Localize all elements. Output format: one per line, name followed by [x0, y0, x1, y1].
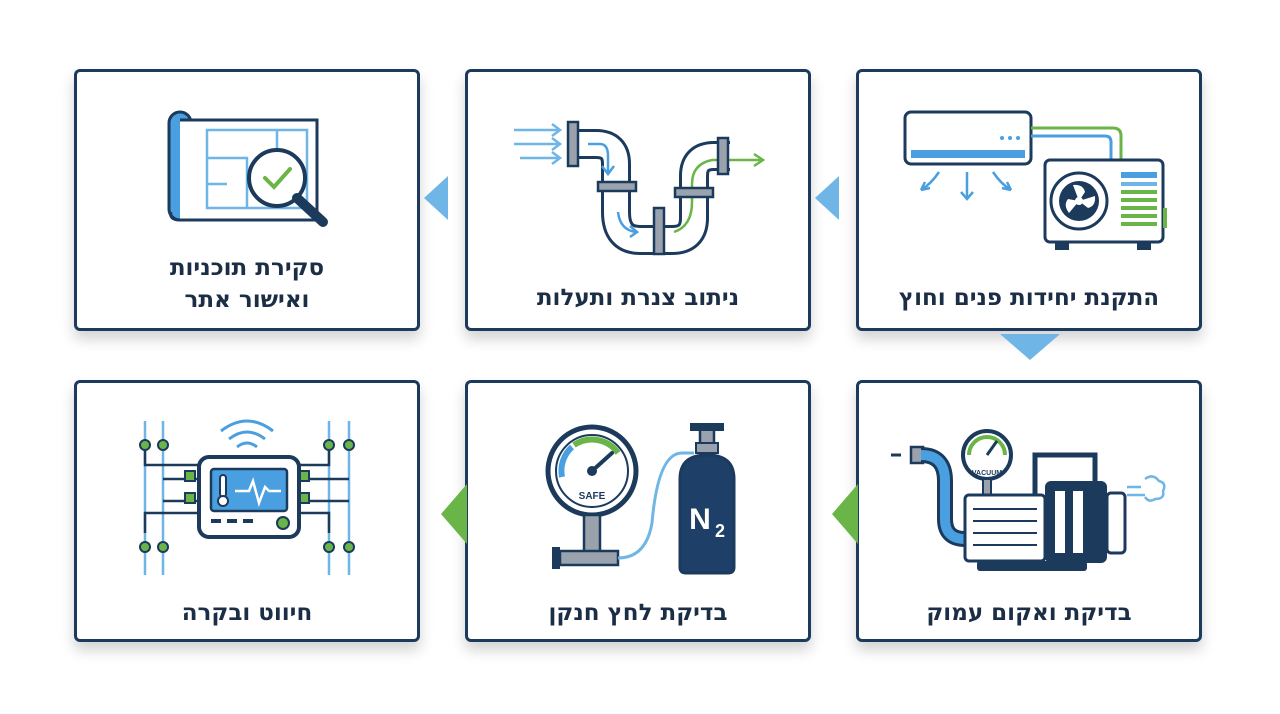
step-label: חיווט ובקרה [181, 600, 313, 626]
step-label: בדיקת ואקום עמוק [926, 600, 1132, 626]
step-card-5: SAFE N 2 בדיקת לחץ חנקן [465, 380, 811, 642]
step-label: התקנת יחידות פנים וחוץ [898, 285, 1160, 311]
flow-arrow-step4-to-step5 [832, 484, 858, 544]
controller-wiring-icon [139, 419, 355, 575]
step-card-3: סקירת תוכניות ואישור אתר [74, 69, 420, 331]
ac-units-icon [903, 110, 1167, 250]
nitrogen-tank-icon: SAFE N 2 [545, 423, 736, 575]
step-label: ניתוב צנרת ותעלות [536, 285, 740, 311]
step-card-4: VACUUM בדיקת ואקום עמוק [856, 380, 1202, 642]
step-card-2: ניתוב צנרת ותעלות [465, 69, 811, 331]
tank-label-subscript: 2 [715, 521, 725, 541]
flow-arrow-step5-to-step6 [441, 484, 467, 544]
step-card-1: התקנת יחידות פנים וחוץ [856, 69, 1202, 331]
blueprint-magnifier-icon [167, 110, 328, 227]
flow-arrow-step1-to-step2 [815, 176, 839, 220]
flow-arrow-step2-to-step3 [424, 176, 448, 220]
vacuum-gauge-text: VACUUM [972, 470, 1002, 477]
flow-arrow-step3-to-step4 [1000, 334, 1060, 360]
step-card-6: חיווט ובקרה [74, 380, 420, 642]
vacuum-pump-icon: VACUUM [891, 429, 1166, 571]
step-label-line1: סקירת תוכניות [169, 255, 325, 281]
step-label-multiline: סקירת תוכניות ואישור אתר [77, 252, 417, 316]
pressure-gauge-text: SAFE [579, 491, 606, 502]
tank-label-text: N [689, 503, 711, 536]
step-label-line2: ואישור אתר [184, 287, 310, 313]
step-label: בדיקת לחץ חנקן [548, 600, 728, 626]
pipes-icon [514, 120, 766, 256]
